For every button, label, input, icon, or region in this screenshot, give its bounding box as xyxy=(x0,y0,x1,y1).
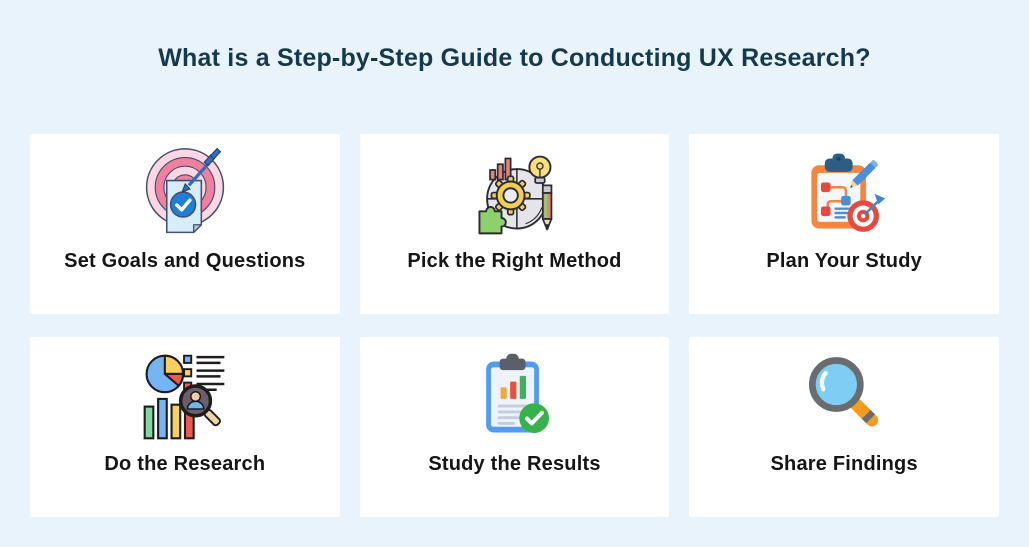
step-card-pick-method: Pick the Right Method xyxy=(359,133,670,314)
step-card-do-research: Do the Research xyxy=(30,336,340,517)
steps-grid: Set Goals and Questions xyxy=(30,133,999,517)
step-label: Pick the Right Method xyxy=(407,249,622,272)
step-label: Plan Your Study xyxy=(766,249,922,272)
methods-wheel-gear-icon xyxy=(466,146,562,242)
step-card-plan-study: Plan Your Study xyxy=(689,133,999,314)
step-card-study-results: Study the Results xyxy=(359,336,670,517)
clipboard-chart-check-icon xyxy=(466,349,562,445)
clipboard-flowchart-target-icon xyxy=(796,146,892,242)
step-label: Study the Results xyxy=(428,452,601,475)
target-arrow-document-icon xyxy=(137,146,233,242)
step-card-share-findings: Share Findings xyxy=(689,336,999,517)
page-title: What is a Step-by-Step Guide to Conducti… xyxy=(158,44,871,72)
charts-user-magnifier-icon xyxy=(137,349,233,445)
step-label: Set Goals and Questions xyxy=(64,249,306,272)
step-card-set-goals: Set Goals and Questions xyxy=(30,133,340,314)
magnifying-glass-icon xyxy=(796,349,892,445)
step-label: Do the Research xyxy=(104,452,266,475)
step-label: Share Findings xyxy=(770,452,918,475)
